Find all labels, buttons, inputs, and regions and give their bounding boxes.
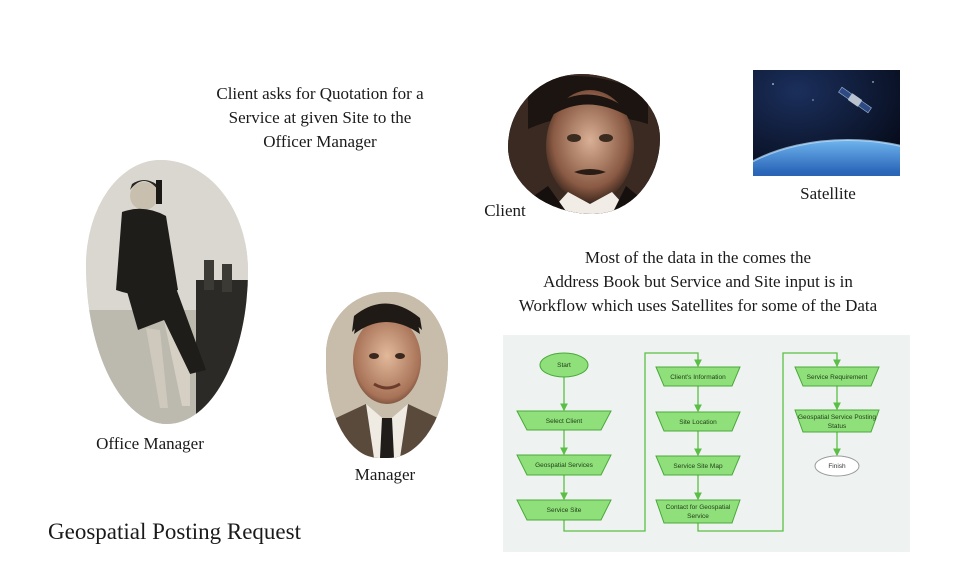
- flow-label-posting-status-line-1: Geospatial Service Posting: [798, 414, 876, 421]
- flow-label-select-client: Select Client: [546, 418, 583, 425]
- flow-label-geospatial-services: Geospatial Services: [535, 462, 594, 469]
- workflow-flowchart: Start Select Client Geospatial Services …: [516, 352, 880, 532]
- flow-node-site-location: [655, 411, 741, 432]
- flow-label-contact-line-1: Contact for Geospatial: [666, 504, 731, 511]
- flow-label-service-site-map: Service Site Map: [673, 463, 723, 470]
- client-caption: Client: [484, 201, 526, 220]
- flow-connectors: [560, 352, 841, 532]
- flow-label-site-location: Site Location: [679, 419, 717, 426]
- man-in-suit-portrait-icon: [326, 292, 448, 458]
- woman-on-telephone-at-desk-icon: [86, 160, 248, 424]
- flow-node-finish: [814, 455, 860, 477]
- satellite-caption: Satellite: [800, 184, 856, 203]
- flow-node-start: [539, 352, 589, 378]
- flow-node-select-client: [516, 410, 612, 431]
- data-note-caption: Most of the data in the comes the Addres…: [478, 246, 918, 318]
- flow-node-posting-status: [794, 409, 880, 433]
- flow-label-posting-status-line-2: Status: [828, 423, 847, 430]
- office-manager-photo: [86, 160, 248, 424]
- data-note-line-3: Workflow which uses Satellites for some …: [518, 296, 878, 315]
- workflow-diagram: Start Select Client Geospatial Services …: [503, 335, 910, 552]
- flow-node-contact-for-geospatial-service: [655, 499, 741, 524]
- connector-contact-to-requirement: [697, 352, 841, 532]
- manager-caption: Manager: [354, 465, 416, 484]
- flow-label-contact-line-2: Service: [687, 513, 709, 520]
- flow-node-service-requirement: [794, 366, 880, 387]
- flow-node-service-site: [516, 499, 612, 521]
- request-caption-line-1: Client asks for Quotation for a: [216, 84, 424, 103]
- data-note-line-1: Most of the data in the comes the: [584, 248, 812, 267]
- man-with-mustache-portrait-icon: [508, 74, 660, 214]
- page-title: Geospatial Posting Request: [48, 519, 301, 544]
- client-photo: [508, 74, 660, 214]
- flow-node-clients-information: [655, 366, 741, 387]
- flow-label-start: Start: [557, 362, 571, 369]
- data-note-line-2: Address Book but Service and Site input …: [543, 272, 853, 291]
- flow-node-service-site-map: [655, 455, 741, 476]
- request-caption: Client asks for Quotation for a Service …: [180, 82, 460, 154]
- satellite-photo: [753, 70, 900, 176]
- satellite-over-earth-icon: [753, 70, 900, 176]
- flow-label-service-requirement: Service Requirement: [807, 374, 868, 381]
- flow-label-clients-information: Client's Information: [670, 374, 726, 381]
- request-caption-line-3: Officer Manager: [263, 132, 377, 151]
- connector-site-to-clients-info: [563, 352, 702, 532]
- office-manager-caption: Office Manager: [96, 434, 204, 453]
- manager-photo: [326, 292, 448, 458]
- flow-label-service-site: Service Site: [547, 507, 582, 514]
- flow-label-finish: Finish: [828, 463, 846, 470]
- flow-node-geospatial-services: [516, 454, 612, 476]
- request-caption-line-2: Service at given Site to the: [228, 108, 412, 127]
